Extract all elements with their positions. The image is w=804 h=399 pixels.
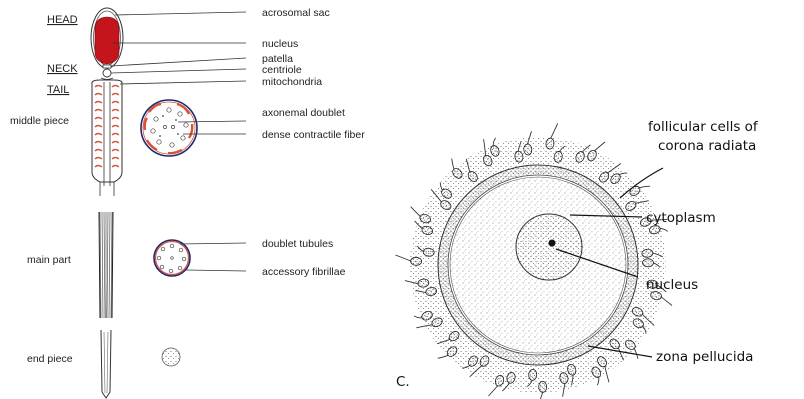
follicular-cell-process [452,159,454,170]
label-panel-c: C. [396,374,410,390]
follicular-cell [410,257,421,265]
oocyte-diagram: follicular cells of corona radiata cytop… [395,119,759,399]
follicular-cell-process [661,297,672,306]
follicular-cell-process [489,386,498,397]
follicular-cell-process [411,207,421,217]
label-zona-pellucida: zona pellucida [656,349,753,365]
follicular-cell-process [395,255,411,261]
main-part-cross-section [154,240,190,276]
label-accessory-fibrillae: accessory fibrillae [262,266,346,278]
sperm-middle-piece [92,80,122,196]
label-follicular-cells-line2: corona radiata [658,138,756,154]
follicular-cell-process [639,186,650,188]
label-centriole: centriole [262,64,302,76]
label-cytoplasm: cytoplasm [646,210,716,226]
follicular-cell [528,369,537,380]
follicular-cell-process [438,355,449,358]
end-piece-cross-section [162,348,180,366]
follicular-cell-process [594,142,605,151]
follicular-cell [642,259,653,267]
sperm-nucleus-shape [95,17,119,64]
follicular-cell-process [634,348,638,359]
label-follicular-cells-line1: follicular cells of [648,119,759,135]
label-main-part: main part [27,254,71,266]
label-doublet-tubules: doublet tubules [262,238,333,250]
label-nucleus-sperm: nucleus [262,38,298,50]
label-nucleus-oocyte: nucleus [646,277,698,293]
label-neck: NECK [47,63,78,75]
label-head: HEAD [47,14,78,26]
label-middle-piece: middle piece [10,115,69,127]
label-acrosomal-sac: acrosomal sac [262,7,330,19]
label-mitochondria: mitochondria [262,76,322,88]
label-tail: TAIL [47,84,69,96]
middle-piece-cross-section [141,100,197,156]
sperm-main-part [99,212,113,318]
nucleolus [549,240,556,247]
follicular-cell-process [551,123,558,138]
label-axonemal-doublet: axonemal doublet [262,107,345,119]
label-end-piece: end piece [27,353,73,365]
sperm-head [91,8,123,68]
follicular-cell [538,381,546,392]
label-dense-contractile-fiber: dense contractile fiber [262,129,365,141]
sperm-end-piece [101,330,180,398]
oocyte-nucleus [516,214,582,280]
sperm-neck [101,65,113,80]
sperm-diagram: HEAD NECK TAIL middle piece main part en… [10,7,365,398]
